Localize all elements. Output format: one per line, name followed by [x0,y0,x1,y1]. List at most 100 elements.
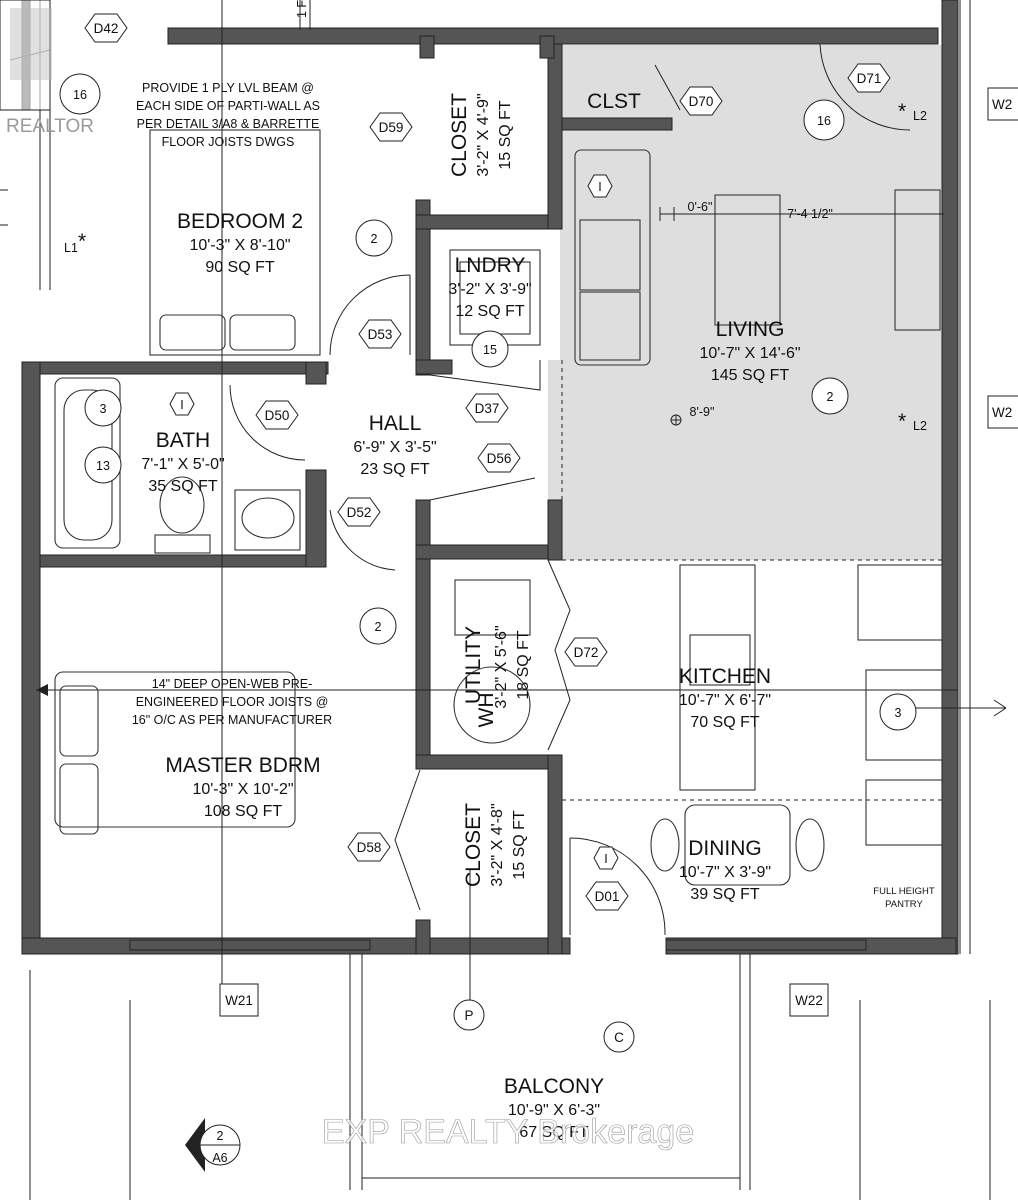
star-icon: * [78,230,86,253]
living-dimension: 0'-6" 7'-4 1/2" [659,200,944,221]
door-tag: D53 [358,319,402,349]
room-area: 35 SQ FT [148,478,218,495]
door-tag: D71 [847,63,891,93]
marker: 16 [59,73,101,115]
door-tag: D50 [255,400,299,430]
note-line: PANTRY [885,899,923,910]
marker: 16 [803,99,845,141]
door-swings [9,43,911,936]
room-area: 12 SQ FT [455,303,525,320]
marker: P [453,999,485,1031]
room-area: 67 SQ FT [519,1124,589,1141]
marker: I [587,174,613,198]
marker: 2 [355,219,393,257]
svg-text:W2: W2 [992,97,1012,112]
room-balcony: BALCONY 10'-9" X 6'-3" 67 SQ FT [504,1075,604,1141]
room-area: 70 SQ FT [690,714,760,731]
room-master: MASTER BDRM 10'-3" X 10'-2" 108 SQ FT [165,754,320,820]
ceiling-height-marker: 8'-9" [670,405,714,426]
svg-text:3: 3 [895,706,902,720]
room-dims: 3'-2" X 4'-9" [475,93,492,176]
door-tags: D42 D71 D70 D59 D53 D50 D37 D56 D52 D72 … [84,13,891,911]
room-dims: 7'-1" X 5'-0" [141,456,224,473]
svg-text:D53: D53 [368,327,393,342]
door-tag: D42 [84,13,128,43]
room-area: 15 SQ FT [497,100,514,170]
svg-text:C: C [614,1030,624,1045]
dining-table [650,804,825,886]
arrow-right [915,699,1007,717]
marker: 2 [811,377,849,415]
room-name: LNDRY [455,254,526,277]
note-line: PER DETAIL 3/A8 & BARRETTE [137,117,320,131]
door-tag: D37 [465,393,509,423]
room-name: CLOSET [448,93,471,177]
light-label: L1 [64,241,78,255]
window-tags: W21 W22 W2 W2 [219,87,1018,1017]
note-line: 14" DEEP OPEN-WEB PRE- [152,677,313,691]
section-sheet: A6 [212,1151,227,1165]
circle-markers: 16 16 2 2 2 3 3 13 15 P C [59,73,917,1053]
room-dims: 10'-7" X 14'-6" [699,345,800,362]
svg-text:3: 3 [100,402,107,416]
water-heater-label: WH [475,693,498,728]
room-closet-top: CLOSET 3'-2" X 4'-9" 15 SQ FT [448,93,514,177]
svg-text:15: 15 [483,343,497,357]
svg-text:D70: D70 [689,94,714,109]
room-name: BALCONY [504,1075,604,1098]
bath-sink [234,489,301,551]
room-name: BATH [156,429,210,452]
room-name: HALL [369,412,422,435]
top-fragment: 1 F [295,0,309,18]
room-dims: 10'-7" X 3'-9" [679,864,771,881]
svg-text:W22: W22 [795,993,823,1008]
window-tag: W22 [789,983,829,1017]
room-name: BEDROOM 2 [177,210,303,233]
svg-text:I: I [604,852,607,866]
room-dims: 6'-9" X 3'-5" [353,439,436,456]
window-tag: W2 [987,395,1018,429]
svg-text:13: 13 [96,459,110,473]
interior-walls [39,35,673,955]
star-icon: * [898,410,906,433]
svg-text:I: I [598,180,601,194]
svg-text:D72: D72 [574,645,599,660]
note-line: ENGINEERED FLOOR JOISTS @ [136,695,329,709]
living-table [714,189,941,331]
note-line: 16" O/C AS PER MANUFACTURER [132,713,332,727]
room-area: 108 SQ FT [204,803,282,820]
marker: 13 [84,446,122,484]
dim-label: 0'-6" [688,200,713,214]
svg-text:2: 2 [371,232,378,246]
i-markers: I I I [169,174,619,870]
svg-text:2: 2 [827,390,834,404]
room-name: CLOSET [462,803,485,887]
room-name: LIVING [716,318,785,341]
dim-label: 7'-4 1/2" [787,207,833,221]
bedroom2-bed [149,129,321,356]
section-number: 2 [217,1129,224,1143]
exterior-wall-left [21,361,41,955]
window-frames [0,0,867,951]
door-tag: D01 [585,881,629,911]
door-tag: D58 [347,832,391,862]
note-line: EACH SIDE OF PARTI-WALL AS [136,99,320,113]
svg-text:D58: D58 [357,840,382,855]
kitchen-counter [679,564,943,846]
room-utility: UTILITY 3'-2" X 5'-6" 18 SQ FT [462,625,532,708]
marker: I [169,392,195,416]
toilet [154,476,211,554]
section-marker: 2 A6 [185,1118,241,1172]
svg-text:D52: D52 [347,505,372,520]
room-name: UTILITY [462,626,485,704]
svg-text:D42: D42 [94,21,119,36]
note-line: FULL HEIGHT [873,886,935,897]
water-heater [453,579,531,744]
room-clst: CLST [587,90,641,113]
realtor-wordmark: REALTOR [6,116,94,137]
room-dims: 3'-2" X 5'-6" [493,625,510,708]
realtor-logo: REALTOR [6,8,94,137]
marker: 2 [359,607,397,645]
door-tag: D59 [369,112,413,142]
